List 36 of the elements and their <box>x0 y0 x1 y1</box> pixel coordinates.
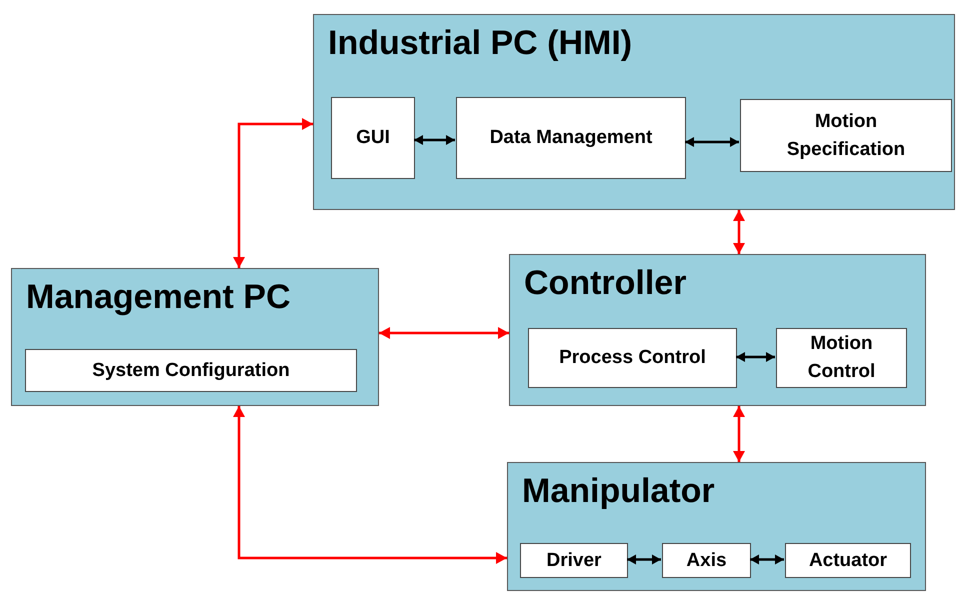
module-label: Motion Control <box>806 332 876 384</box>
module-label: Data Management <box>490 126 652 150</box>
module-box <box>520 543 628 578</box>
connector-arrow <box>414 135 455 145</box>
system-box <box>509 254 926 406</box>
connector-arrow <box>627 554 661 564</box>
connector-arrow <box>685 137 739 147</box>
module-label: Process Control <box>559 346 706 370</box>
connector-arrow <box>233 406 507 564</box>
module-label: Axis <box>686 548 727 572</box>
module-label: System Configuration <box>92 358 290 382</box>
connector-arrow <box>733 406 745 462</box>
system-title: Controller <box>524 263 686 303</box>
connector-arrow <box>233 118 313 268</box>
system-title: Industrial PC (HMI) <box>328 23 632 63</box>
system-box <box>507 462 926 591</box>
connector-arrow <box>736 352 775 362</box>
system-title: Management PC <box>26 277 290 317</box>
module-box <box>528 328 737 388</box>
system-box <box>313 14 955 210</box>
connector-arrow <box>733 210 745 254</box>
module-box <box>740 99 952 172</box>
system-title: Manipulator <box>522 471 715 511</box>
module-box <box>776 328 907 388</box>
module-label: Driver <box>546 548 602 572</box>
module-label: GUI <box>356 126 390 150</box>
module-box <box>331 97 415 179</box>
module-box <box>25 349 357 392</box>
module-box <box>456 97 686 179</box>
system-box <box>11 268 379 406</box>
module-label: Motion Specification <box>786 110 906 162</box>
module-box <box>662 543 751 578</box>
connector-arrow <box>379 327 509 339</box>
module-box <box>785 543 911 578</box>
connector-arrow <box>750 554 784 564</box>
module-label: Actuator <box>808 548 888 572</box>
